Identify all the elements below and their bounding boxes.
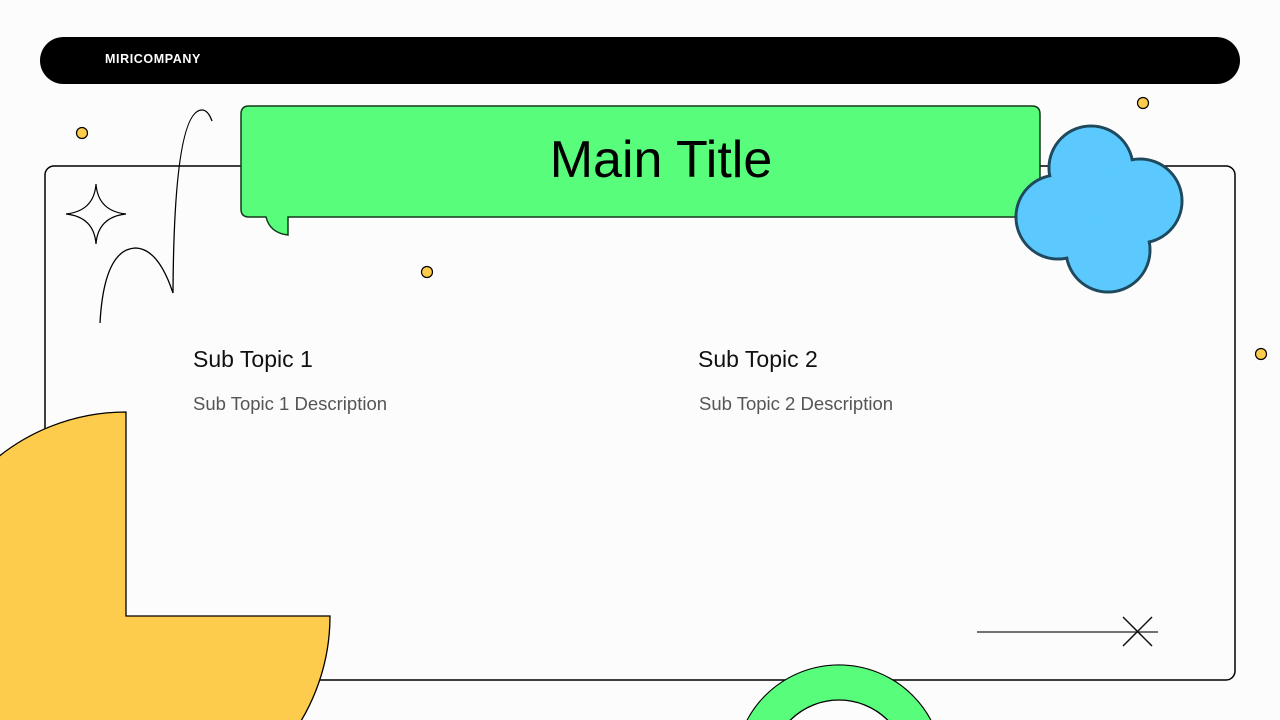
subtopic-2-heading: Sub Topic 2 xyxy=(698,346,818,372)
title-bubble xyxy=(240,105,1041,236)
subtopic-1-description: Sub Topic 1 Description xyxy=(193,393,388,414)
yellow-dot xyxy=(420,265,434,279)
cross-icon xyxy=(1122,616,1153,647)
sparkle-icon xyxy=(65,183,127,245)
yellow-dot xyxy=(75,126,89,140)
squiggle-line xyxy=(99,109,213,324)
green-ring-outline xyxy=(746,664,932,720)
yellow-dot xyxy=(1136,96,1150,110)
yellow-pie-shape xyxy=(0,411,331,720)
page-title: Main Title xyxy=(549,131,773,189)
yellow-dot xyxy=(1254,347,1268,361)
subtopic-1-heading: Sub Topic 1 xyxy=(193,346,313,372)
blue-cloud-shape xyxy=(1014,124,1184,294)
green-ring-shape xyxy=(747,665,931,720)
subtopic-2-description: Sub Topic 2 Description xyxy=(699,393,894,414)
brand-name: MIRICOMPANY xyxy=(105,52,201,66)
header-bar: MIRICOMPANY xyxy=(40,37,1240,84)
